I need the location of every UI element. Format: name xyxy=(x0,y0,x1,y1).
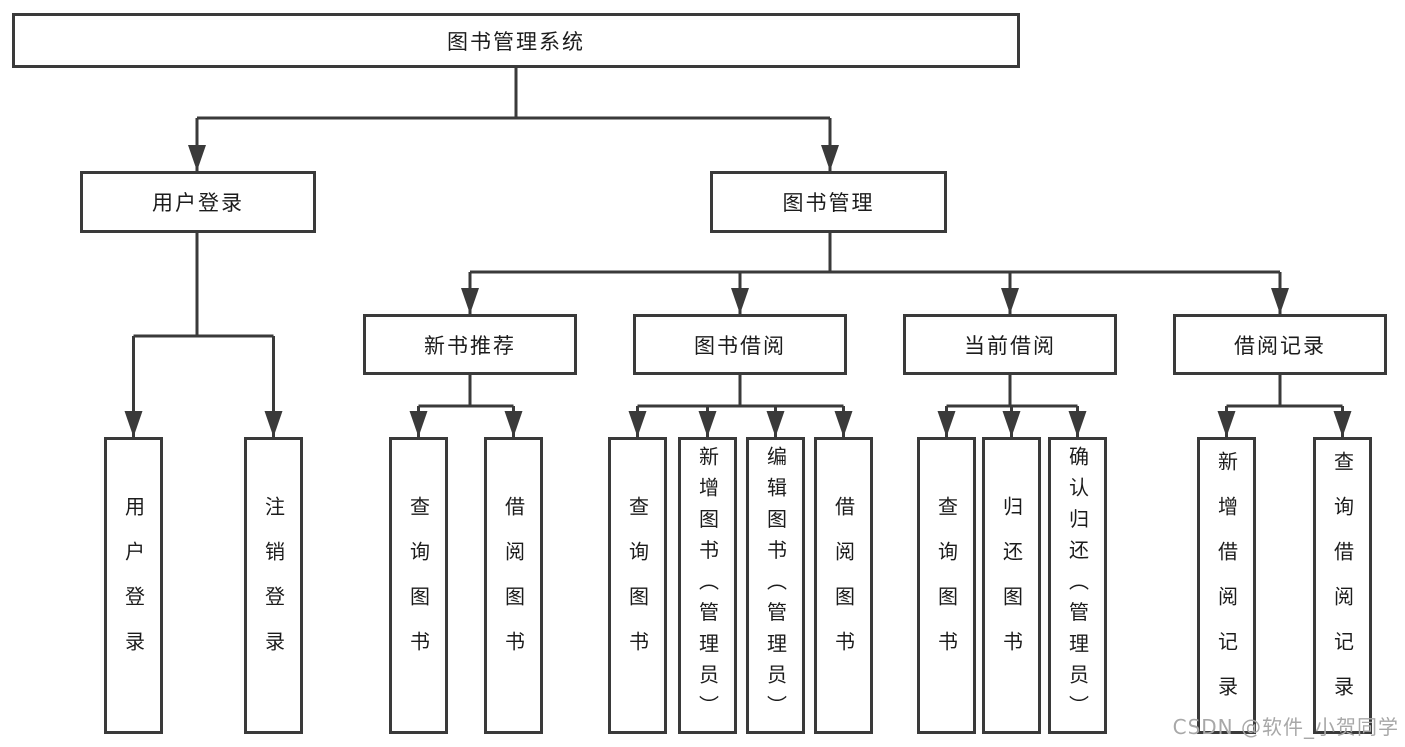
node-label: 新增图书（管理员） xyxy=(695,445,720,726)
leaf-logout: 注销登录 xyxy=(244,437,303,734)
node-label: 归还图书 xyxy=(999,495,1024,676)
arrowhead-icon xyxy=(124,411,143,437)
connector-record-to-leaves xyxy=(1225,374,1344,437)
node-book-borrowing: 图书借阅 xyxy=(633,314,847,375)
arrowhead-icon xyxy=(1333,411,1352,437)
arrowhead-icon xyxy=(1002,411,1021,437)
node-label: 用户登录 xyxy=(152,191,244,215)
arrowhead-icon xyxy=(409,411,428,437)
leaf-query-books: 查询图书 xyxy=(608,437,667,734)
leaf-query-books: 查询图书 xyxy=(917,437,976,734)
arrowhead-icon xyxy=(834,411,853,437)
node-label: 借阅图书 xyxy=(831,495,856,676)
leaf-query-books: 查询图书 xyxy=(389,437,448,734)
node-label: 查询图书 xyxy=(625,495,650,676)
connector-login-to-leaves xyxy=(132,232,275,437)
leaf-return-books: 归还图书 xyxy=(982,437,1041,734)
arrowhead-icon xyxy=(1217,411,1236,437)
node-label: 新增借阅记录 xyxy=(1214,450,1239,721)
leaf-borrow-books: 借阅图书 xyxy=(814,437,873,734)
node-label: 查询图书 xyxy=(406,495,431,676)
node-label: 查询图书 xyxy=(934,495,959,676)
arrowhead-icon xyxy=(461,288,479,314)
connector-mgmt-to-level3 xyxy=(468,232,1282,314)
node-book-management: 图书管理 xyxy=(710,171,947,233)
leaf-edit-books-admin: 编辑图书（管理员） xyxy=(746,437,805,734)
arrowhead-icon xyxy=(698,411,717,437)
node-new-book-recommendation: 新书推荐 xyxy=(363,314,577,375)
arrowhead-icon xyxy=(731,288,749,314)
node-label: 新书推荐 xyxy=(424,333,516,358)
arrowhead-icon xyxy=(264,411,283,437)
connector-newbook-to-leaves xyxy=(417,374,515,437)
arrowhead-icon xyxy=(1068,411,1087,437)
arrowhead-icon xyxy=(821,145,839,171)
node-label: 图书管理 xyxy=(782,191,875,215)
connector-root-to-level2 xyxy=(195,68,832,171)
node-label: 图书管理系统 xyxy=(447,29,585,54)
arrowhead-icon xyxy=(504,411,523,437)
node-library-management-system: 图书管理系统 xyxy=(12,13,1020,68)
arrowhead-icon xyxy=(1271,288,1289,314)
node-label: 确认归还（管理员） xyxy=(1065,445,1090,726)
node-label: 用户登录 xyxy=(121,495,146,676)
leaf-confirm-return-admin: 确认归还（管理员） xyxy=(1048,437,1107,734)
node-borrowing-records: 借阅记录 xyxy=(1173,314,1387,375)
node-label: 借阅记录 xyxy=(1234,333,1326,358)
node-label: 注销登录 xyxy=(261,495,286,676)
node-label: 编辑图书（管理员） xyxy=(763,445,788,726)
leaf-query-borrow-record: 查询借阅记录 xyxy=(1313,437,1372,734)
watermark: CSDN @软件_小贺同学 xyxy=(1172,715,1399,739)
node-label: 图书借阅 xyxy=(694,333,786,358)
node-label: 借阅图书 xyxy=(501,495,526,676)
node-current-borrowing: 当前借阅 xyxy=(903,314,1117,375)
arrowhead-icon xyxy=(766,411,785,437)
arrowhead-icon xyxy=(1001,288,1019,314)
arrowhead-icon xyxy=(937,411,956,437)
arrowhead-icon xyxy=(628,411,647,437)
connector-borrow-to-leaves xyxy=(636,374,845,437)
arrowhead-icon xyxy=(188,145,206,171)
node-user-login: 用户登录 xyxy=(80,171,316,233)
arrowheads xyxy=(124,145,1352,437)
leaf-add-books-admin: 新增图书（管理员） xyxy=(678,437,737,734)
leaf-add-borrow-record: 新增借阅记录 xyxy=(1197,437,1256,734)
node-label: 查询借阅记录 xyxy=(1330,450,1355,721)
leaf-borrow-books: 借阅图书 xyxy=(484,437,543,734)
leaf-user-login: 用户登录 xyxy=(104,437,163,734)
node-label: 当前借阅 xyxy=(964,333,1056,358)
